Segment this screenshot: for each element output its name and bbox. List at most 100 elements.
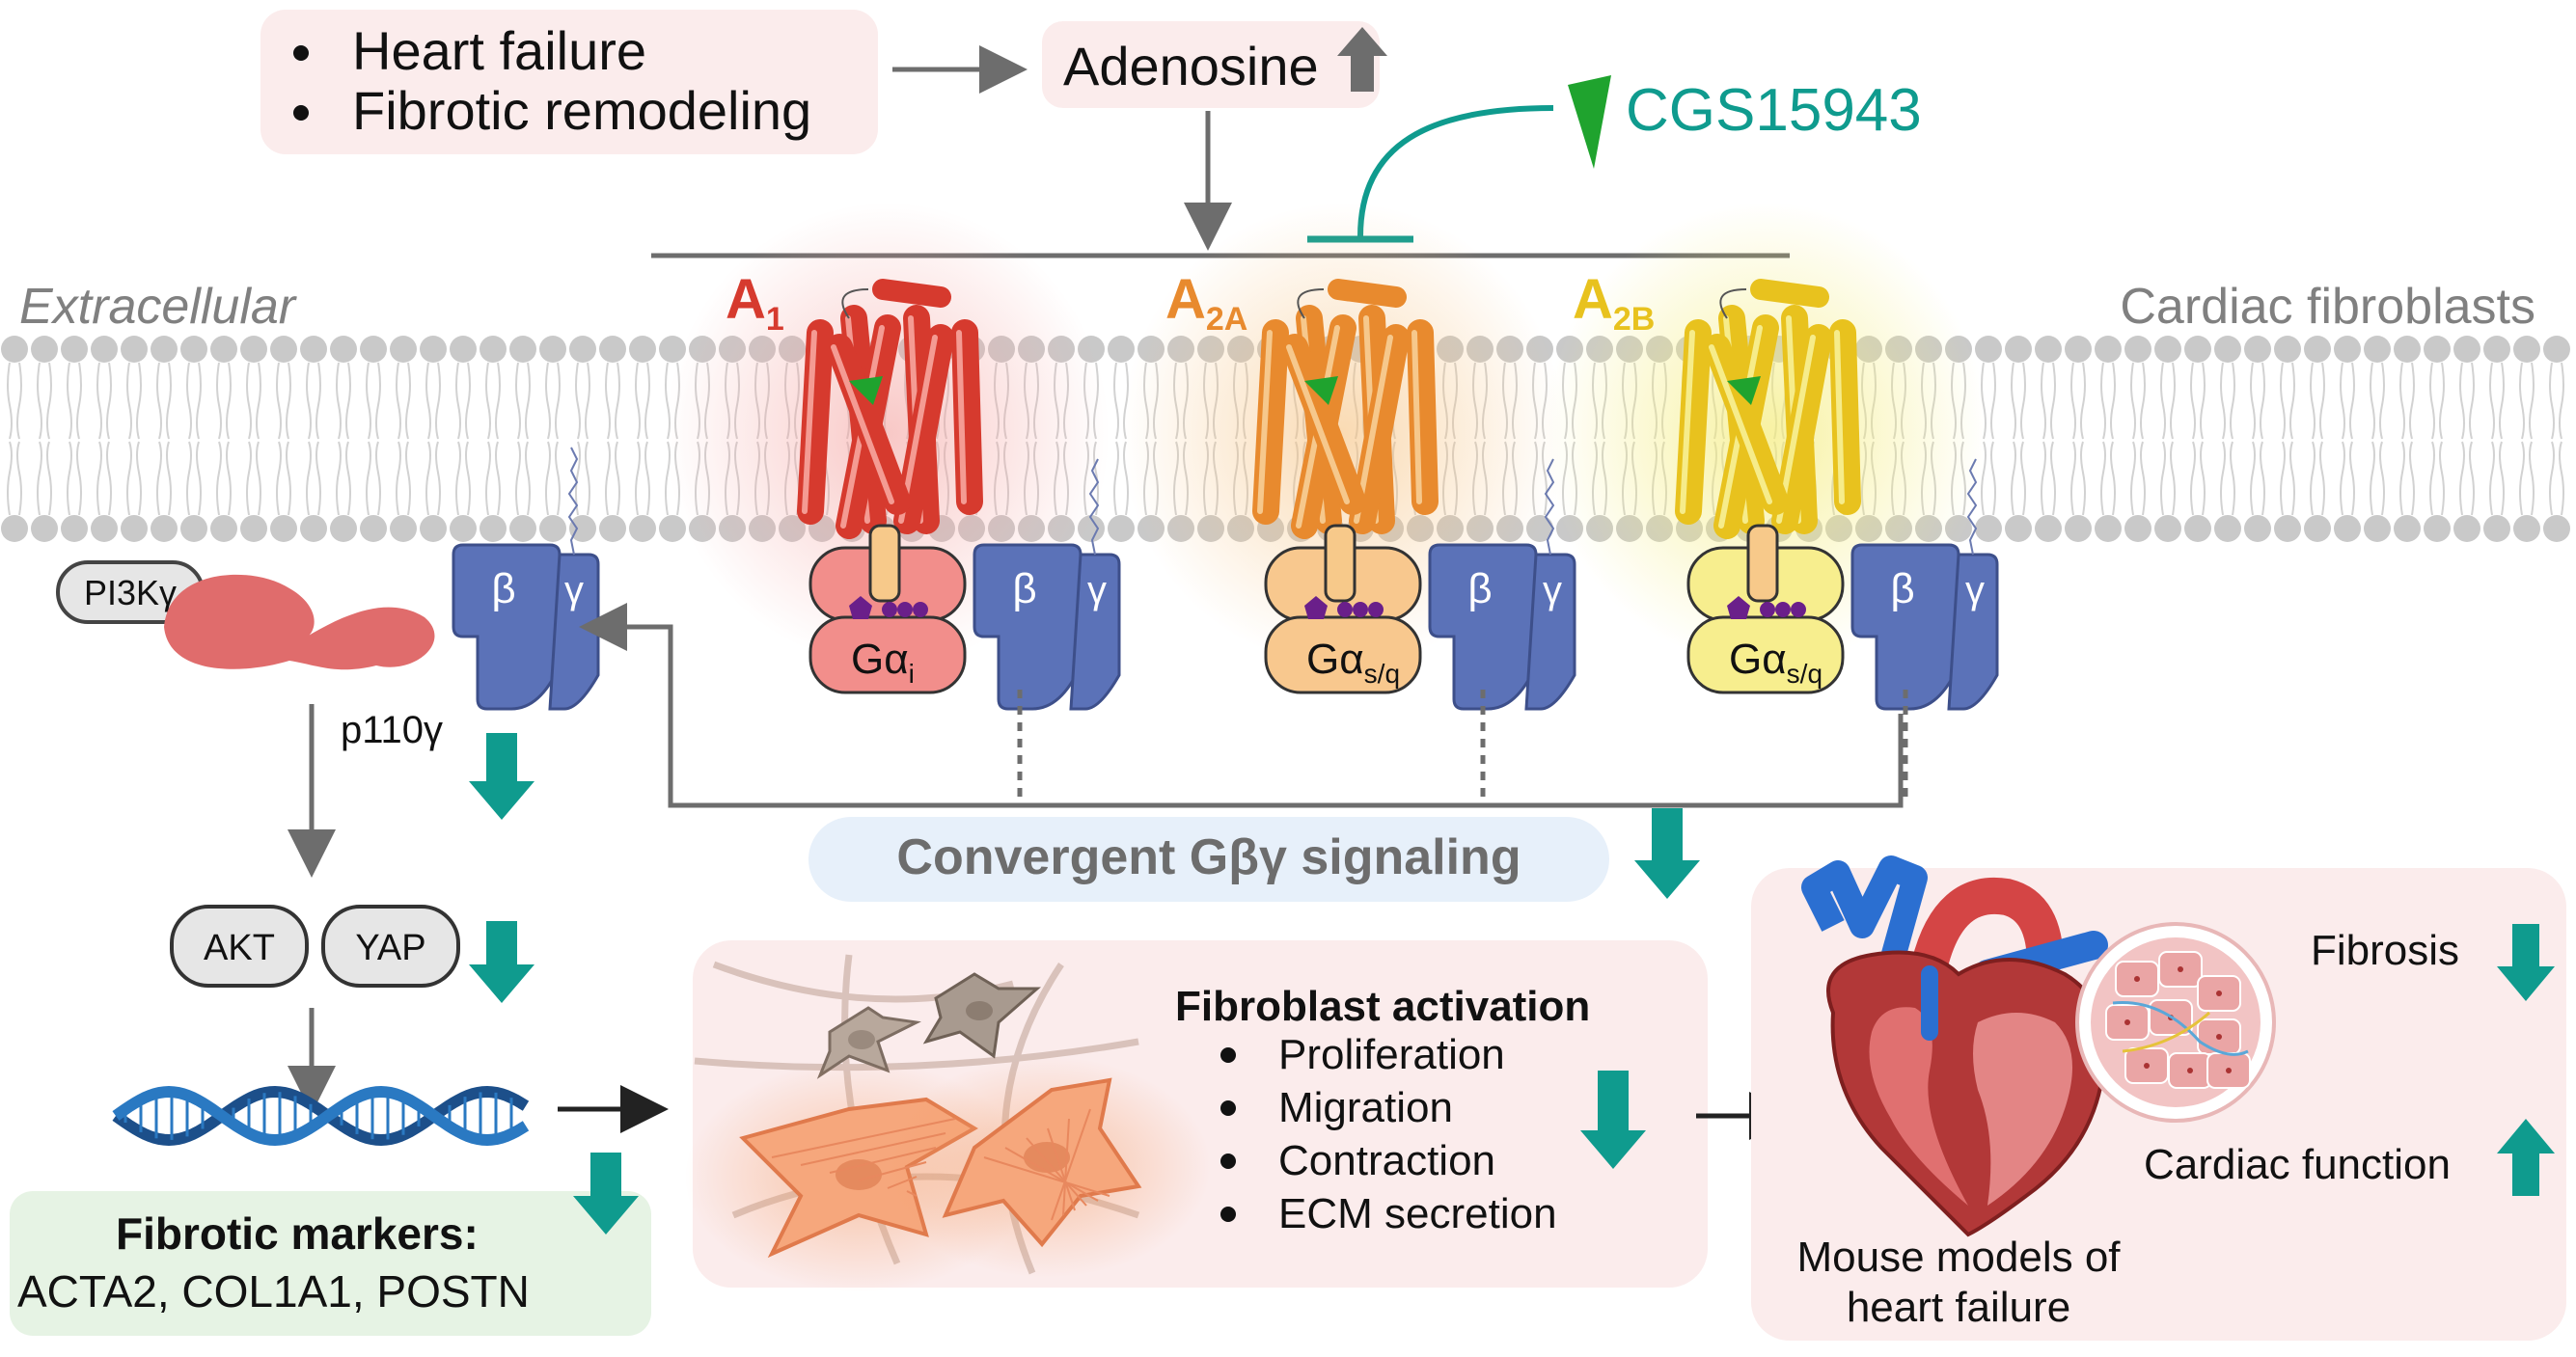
yap-label: YAP: [355, 928, 425, 968]
gbeta-subunit: [973, 543, 1082, 711]
galpha-bottom: [1686, 615, 1845, 694]
cardiac-function-up-arrow-icon: [2497, 1119, 2555, 1196]
condition-heart-failure: Heart failure: [352, 20, 646, 81]
gbeta-subunit: [1850, 543, 1960, 711]
cardiac-function-label: Cardiac function: [2144, 1141, 2451, 1188]
galpha-label: Gαs/q: [1306, 636, 1400, 689]
markers-down-arrow-icon: [573, 1153, 639, 1235]
akt-yap: AKT YAP: [170, 905, 460, 988]
fibroblast-activation-title: Fibroblast activation: [1175, 983, 1590, 1030]
antagonist-name: CGS15943: [1626, 77, 1922, 144]
pi3k-complex: PI3Kγ p110γ: [56, 560, 443, 751]
left-gbeta-label: β: [491, 565, 515, 612]
conditions-box: Heart failure Fibrotic remodeling: [260, 10, 878, 154]
activation-down-arrow-icon: [1580, 1071, 1646, 1169]
activation-item: Migration: [1278, 1084, 1453, 1131]
fibroblast-panel: Fibroblast activation ProliferationMigra…: [685, 940, 1708, 1292]
bullet: [1220, 1047, 1236, 1063]
left-gbetagamma: β γ: [452, 447, 600, 711]
convergent-path: [579, 603, 1904, 808]
adenosine-label: Adenosine: [1063, 36, 1319, 96]
bullet: [293, 45, 309, 61]
receptor-helix: [826, 334, 911, 515]
receptor-label: A2A: [1165, 268, 1247, 338]
cardiac-fibroblasts-label: Cardiac fibroblasts: [2120, 279, 2535, 335]
receptor-helix: [1407, 319, 1439, 515]
receptor-helix: [1771, 324, 1832, 534]
gbeta-subunit: [1428, 543, 1538, 711]
tissue-section-icon: [2075, 922, 2276, 1123]
fibrotic-markers-box: Fibrotic markers: ACTA2, COL1A1, POSTN: [10, 1191, 651, 1336]
bullet: [1220, 1100, 1236, 1116]
galpha-label: Gαi: [851, 636, 915, 689]
bullet: [293, 105, 309, 121]
activation-item: Proliferation: [1278, 1031, 1505, 1078]
antagonist-wedge-icon: [1568, 75, 1611, 169]
heart-panel: Mouse models of heart failure Fibrosis C…: [1751, 855, 2566, 1341]
fibrosis-down-arrow-icon: [2497, 924, 2555, 1001]
condition-fibrotic-remodeling: Fibrotic remodeling: [352, 80, 811, 141]
extracellular-label: Extracellular: [19, 279, 298, 335]
bound-ligand: [1727, 376, 1761, 405]
fibrotic-markers-title: Fibrotic markers:: [116, 1208, 479, 1259]
receptor-label: A2B: [1573, 268, 1655, 338]
p110-catalytic-subunit: [164, 574, 435, 670]
adenosine-up-arrow-icon: [1337, 27, 1387, 92]
galpha-label: Gαs/q: [1729, 636, 1822, 689]
galpha-bottom: [1264, 615, 1422, 694]
convergent-down-arrow-icon: [1634, 808, 1700, 899]
bullet: [1220, 1207, 1236, 1222]
dna-helix-icon: [112, 1085, 530, 1147]
fibrotic-markers-genes: ACTA2, COL1A1, POSTN: [17, 1266, 530, 1316]
convergent-signaling-label: Convergent Gβγ signaling: [896, 829, 1521, 885]
ggamma-subunit: [1947, 553, 1999, 711]
akt-yap-down-arrow-icon: [469, 921, 534, 1003]
bullet: [1220, 1153, 1236, 1169]
mouse-models-line2: heart failure: [1847, 1284, 2070, 1331]
p110-label: p110γ: [341, 709, 443, 751]
fibrosis-label: Fibrosis: [2311, 927, 2459, 974]
gbeta-label: β: [1890, 565, 1914, 612]
gbeta-label: β: [1467, 565, 1492, 612]
receptor-helix: [893, 324, 954, 534]
convergent-signaling-box: Convergent Gβγ signaling: [808, 817, 1609, 902]
left-ggamma-label: γ: [564, 569, 584, 611]
akt-label: AKT: [204, 928, 275, 968]
lipid-anchor: [567, 447, 579, 556]
ggamma-label: γ: [1543, 569, 1562, 611]
bound-ligand: [1304, 376, 1338, 405]
receptor-helix: [951, 319, 983, 515]
receptor-helix: [1675, 319, 1712, 525]
galpha-bottom: [808, 615, 967, 694]
heart-icon: [1801, 855, 2108, 1237]
receptor-label: A1: [726, 268, 784, 338]
inhibition-line: [1357, 105, 1554, 237]
receptor-helix: [797, 319, 834, 525]
receptor-helix: [1252, 319, 1289, 525]
receptor-helix: [1349, 324, 1410, 534]
receptor-helix: [1704, 334, 1789, 515]
gbeta-label: β: [1012, 565, 1036, 612]
fibroblast-cells-illustration: [685, 954, 1211, 1292]
mouse-models-line1: Mouse models of: [1796, 1234, 2121, 1281]
ggamma-subunit: [1524, 553, 1576, 711]
receptor-helix: [1829, 319, 1861, 515]
receptor-a2a: A2A Gαs/q β γ: [1121, 203, 1576, 711]
ggamma-subunit: [1069, 553, 1121, 711]
pi3k-down-arrow-icon: [469, 733, 534, 820]
adenosine-box: Adenosine: [1042, 21, 1387, 108]
receptor-a2b: A2B Gαs/q β γ: [1544, 203, 1999, 711]
activation-item: Contraction: [1278, 1137, 1495, 1184]
ggamma-label: γ: [1965, 569, 1985, 611]
antagonist: CGS15943: [1307, 75, 1922, 243]
activation-item: ECM secretion: [1278, 1190, 1557, 1237]
ggamma-label: γ: [1087, 569, 1107, 611]
bound-ligand: [849, 376, 883, 405]
receptor-helix: [1281, 334, 1366, 515]
pi3k-label: PI3Kγ: [84, 573, 177, 612]
